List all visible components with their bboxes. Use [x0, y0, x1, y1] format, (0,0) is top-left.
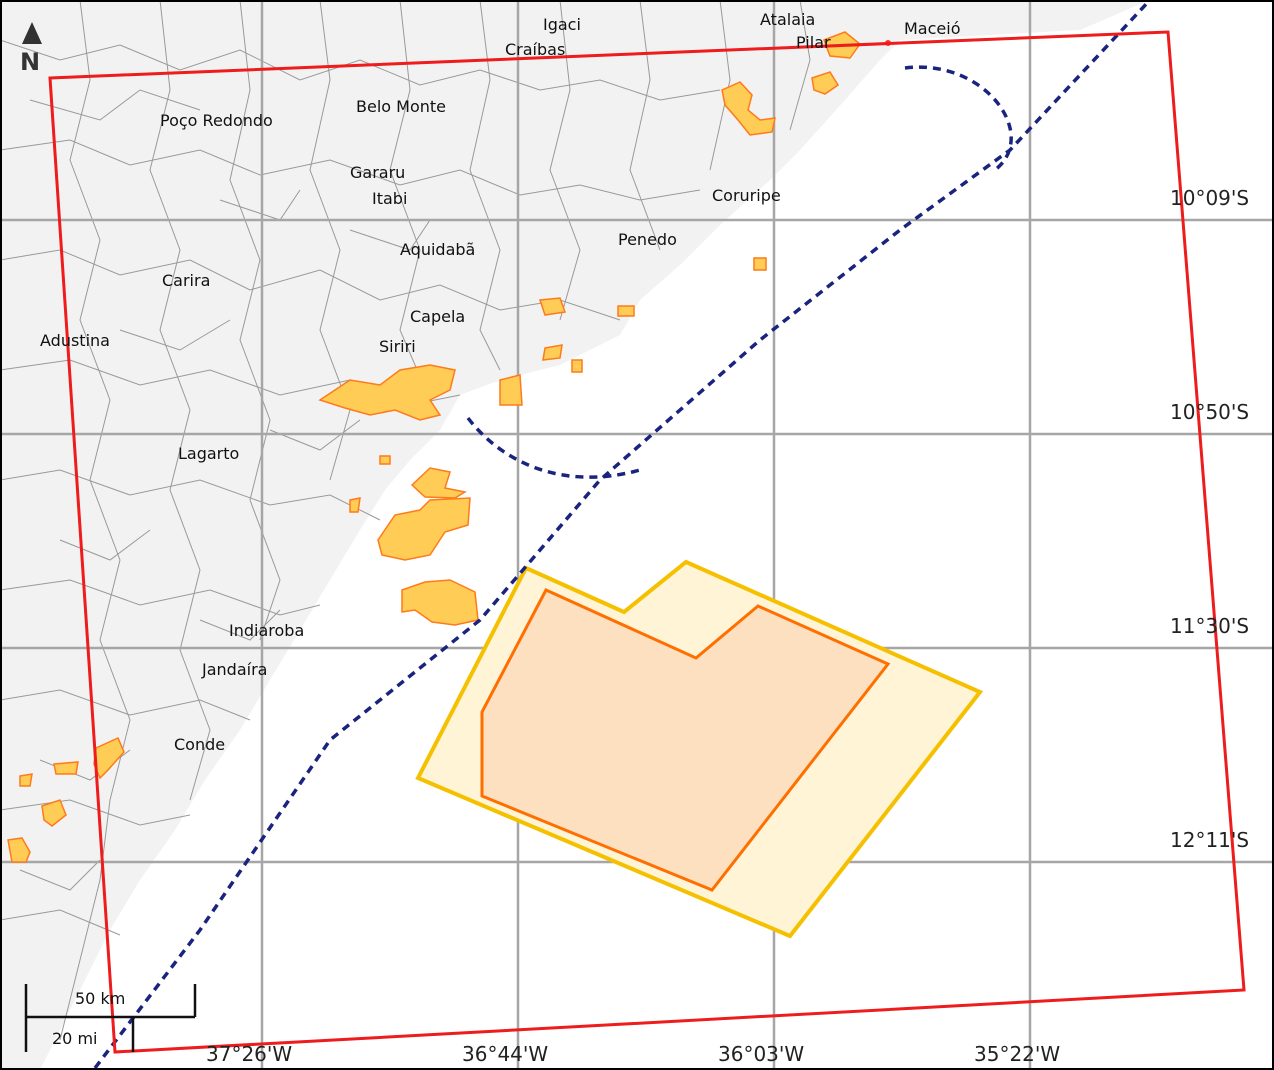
place-label-pilar: Pilar — [796, 33, 831, 52]
dashed-boundary-line — [93, 0, 1152, 1070]
lon-label-3: 36°03'W — [718, 1042, 804, 1066]
lon-label-2: 36°44'W — [462, 1042, 548, 1066]
place-label-penedo: Penedo — [618, 230, 677, 249]
place-label-lagarto: Lagarto — [178, 444, 239, 463]
field-conde-2 — [93, 737, 125, 780]
place-label-indiaroba: Indiaroba — [229, 621, 304, 640]
dashed-arc-south — [466, 416, 641, 479]
place-label-maceio: Maceió — [904, 19, 960, 38]
place-label-capela: Capela — [410, 307, 465, 326]
field-b — [538, 297, 567, 316]
oil-fields — [7, 31, 891, 863]
place-label-belo-monte: Belo Monte — [356, 97, 446, 116]
land-area — [0, 0, 1150, 1070]
field-c — [542, 344, 563, 361]
lat-label-4: 12°11'S — [1170, 828, 1249, 852]
field-d — [571, 359, 583, 373]
field-e — [617, 305, 635, 317]
study-area-boundary[interactable] — [48, 30, 1246, 1054]
field-coruripe-2 — [811, 71, 840, 95]
place-label-aquidaba: Aquidabã — [400, 240, 475, 259]
field-conde-3 — [41, 799, 67, 827]
place-label-carira: Carira — [162, 271, 210, 290]
field-h — [379, 455, 391, 465]
place-label-jandaira: Jandaíra — [201, 660, 267, 679]
place-label-conde: Conde — [174, 735, 225, 754]
place-label-craibas: Craíbas — [505, 40, 565, 59]
coordinate-labels: 10°09'S 10°50'S 11°30'S 12°11'S 37°26'W … — [206, 186, 1249, 1066]
lat-label-1: 10°09'S — [1170, 186, 1249, 210]
field-a — [499, 374, 523, 406]
place-label-siriri: Siriri — [379, 337, 416, 356]
lon-label-1: 37°26'W — [206, 1042, 292, 1066]
field-conde-4 — [19, 773, 33, 787]
place-label-poco-redondo: Poço Redondo — [160, 111, 273, 130]
scale-km-label: 50 km — [75, 989, 125, 1008]
place-label-igaci: Igaci — [543, 15, 581, 34]
place-label-adustina: Adustina — [40, 331, 110, 350]
place-label-coruripe: Coruripe — [712, 186, 781, 205]
north-arrow: N — [20, 22, 42, 76]
dashed-arc-north — [904, 65, 1013, 172]
place-labels: Igaci Craíbas Atalaia Pilar Maceió Poço … — [40, 10, 960, 754]
lat-label-2: 10°50'S — [1170, 400, 1249, 424]
north-arrow-icon — [22, 22, 42, 44]
north-label: N — [20, 48, 40, 76]
inner-exploration-block[interactable] — [480, 588, 891, 892]
field-siriri — [318, 364, 456, 421]
place-label-gararu: Gararu — [350, 163, 405, 182]
field-conde-1 — [53, 761, 79, 775]
field-g — [349, 497, 361, 513]
lon-label-4: 35°22'W — [974, 1042, 1060, 1066]
place-label-itabi: Itabi — [372, 189, 407, 208]
field-offshore-2 — [377, 497, 471, 561]
scale-bar: 50 km 20 mi — [24, 984, 197, 1052]
field-offshore-1 — [410, 467, 468, 499]
place-label-atalaia: Atalaia — [760, 10, 815, 29]
field-conde-5 — [7, 837, 31, 863]
field-f — [753, 257, 767, 271]
lat-label-3: 11°30'S — [1170, 614, 1249, 638]
field-coruripe-1 — [721, 81, 776, 136]
scale-mi-label: 20 mi — [52, 1029, 97, 1048]
field-offshore-3 — [401, 579, 479, 626]
